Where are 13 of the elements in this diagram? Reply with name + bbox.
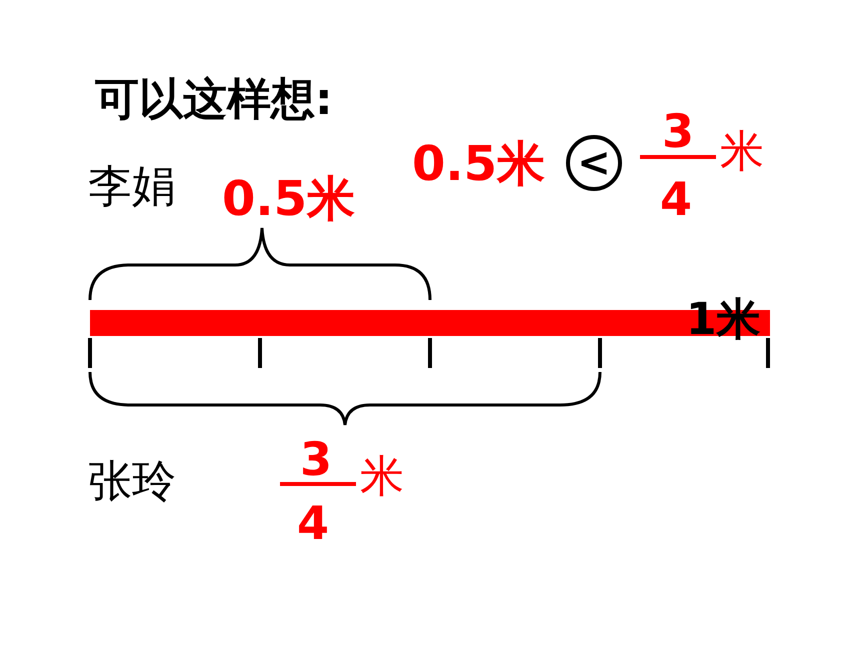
length-label: 0.5米 — [412, 140, 546, 188]
title: 可以这样想: — [95, 78, 333, 122]
name-label: 张玲 — [88, 460, 176, 504]
denominator: 4 — [297, 500, 330, 546]
length-label: 0.5米 — [222, 175, 356, 223]
numerator: 3 — [662, 108, 694, 154]
comparison-sign: < — [566, 135, 622, 191]
unit-label: 米 — [720, 130, 764, 174]
numerator: 3 — [300, 436, 332, 482]
unit-label: 米 — [360, 455, 404, 499]
name-label: 李娟 — [88, 165, 176, 209]
length-label: 1米 — [686, 298, 761, 342]
denominator: 4 — [660, 176, 692, 222]
